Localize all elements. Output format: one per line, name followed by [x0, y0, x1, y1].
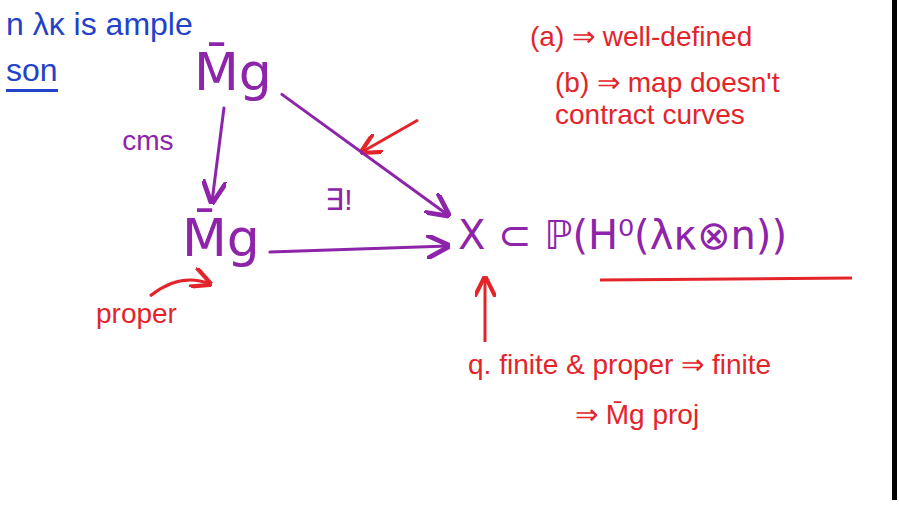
note-text: (b) ⇒ map doesn't contract curves — [555, 66, 855, 131]
arrow-label: ∃! — [323, 182, 354, 217]
note-text: q. finite & proper ⇒ finite — [468, 348, 771, 381]
math-object: M̄g — [182, 208, 260, 268]
math-object: M̄g — [194, 42, 272, 102]
note-text: proper — [96, 298, 177, 330]
heading-fragment: son — [6, 52, 58, 92]
morphism-arrow — [212, 108, 224, 202]
morphism-arrow — [270, 246, 448, 252]
note-text: (a) ⇒ well-defined — [530, 20, 752, 53]
pointer-arrow — [362, 120, 418, 152]
note-text: ⇒ M̄g proj — [575, 398, 699, 431]
arrow-label: cms — [120, 125, 175, 157]
page-edge-bar — [892, 0, 897, 500]
pointer-arrow — [150, 280, 210, 296]
math-object: X ⊂ ℙ(H⁰(λκ⊗n)) — [458, 212, 787, 258]
projective-image: X ⊂ ℙ(H⁰(λκ⊗n)) — [452, 210, 793, 260]
coarse-space: M̄g — [176, 206, 266, 270]
pointer-arrow — [484, 278, 487, 342]
morphism-arrow — [282, 94, 448, 215]
moduli-stack: M̄g — [188, 40, 278, 104]
note-text: n λκ is ample — [6, 6, 193, 43]
underline-stroke — [600, 278, 852, 280]
